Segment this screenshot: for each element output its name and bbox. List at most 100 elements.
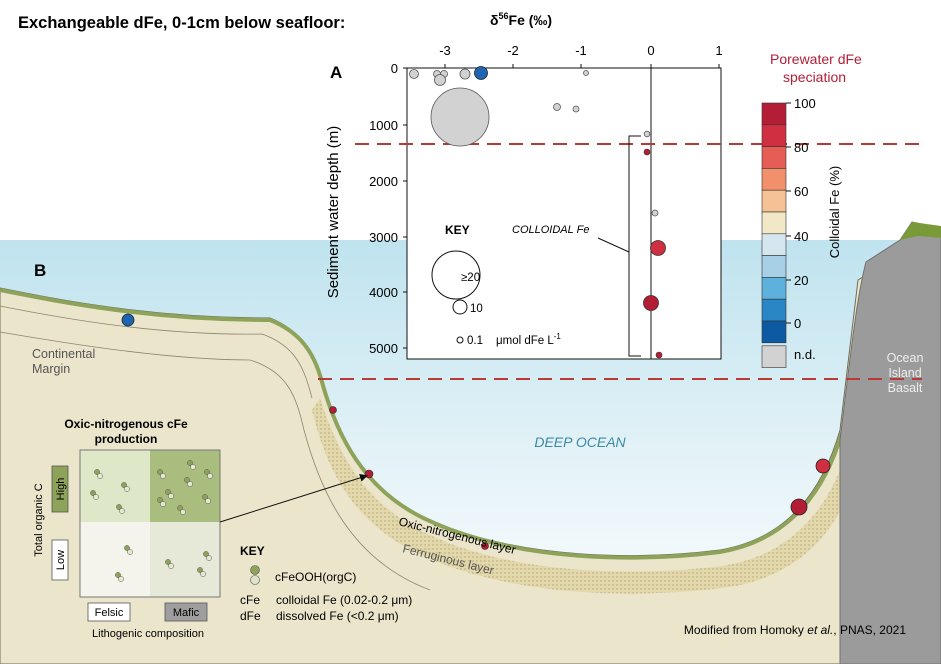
y-axis-title: Sediment water depth (m) xyxy=(325,126,342,299)
data-point xyxy=(643,148,651,156)
x-tick-label: 1 xyxy=(715,43,722,58)
colorbar-segment xyxy=(761,146,787,169)
inset-arrow xyxy=(219,473,368,523)
felsic-badge xyxy=(87,602,131,622)
key-abbr-cfe: cFe xyxy=(240,593,260,607)
cfeooh-particle-icon xyxy=(121,482,130,492)
size-key-circle-small xyxy=(456,336,464,344)
x-tick-label: -1 xyxy=(575,43,587,58)
colorbar-segment xyxy=(761,233,787,256)
colorbar-segment xyxy=(761,277,787,300)
site-marker-slope xyxy=(329,406,337,414)
colorbar-segment xyxy=(761,345,787,368)
key-text-cfe: colloidal Fe (0.02-0.2 μm) xyxy=(276,593,412,607)
colorbar-segment xyxy=(761,124,787,147)
cfeooh-particle-icon xyxy=(184,477,193,487)
panel-a: A δ56Fe (‰) -3 -2 -1 0 1 0 1000 2000 xyxy=(325,11,922,360)
colorbar-axis-label: Colloidal Fe (%) xyxy=(827,166,842,258)
high-badge xyxy=(51,465,69,513)
data-point xyxy=(459,68,471,80)
cfeooh-particle-icon xyxy=(197,567,206,577)
inset-cell-low-felsic xyxy=(80,522,150,597)
cfeooh-particle-icon xyxy=(157,497,166,507)
y-tick-label: 2000 xyxy=(369,174,398,189)
cfeooh-particle-icon xyxy=(165,559,174,569)
bottom-key-title: KEY xyxy=(240,544,265,558)
panel-a-letter: A xyxy=(330,63,342,82)
site-marker-basin xyxy=(481,542,489,550)
panel-b-letter: B xyxy=(34,261,46,280)
y-tick-label: 3000 xyxy=(369,230,398,245)
inset-x-axis-label: Lithogenic composition xyxy=(92,628,204,640)
colorbar-segments xyxy=(761,102,787,368)
data-point xyxy=(434,74,446,86)
continental-margin-line2: Margin xyxy=(32,362,70,376)
credit-line: Modified from Homoky et al., PNAS, 2021 xyxy=(684,623,906,637)
cfeooh-symbol-icon xyxy=(250,565,260,585)
panel-a-data-points xyxy=(409,66,666,359)
colorbar-segment xyxy=(761,298,787,322)
size-key-unit: μmol dFe L-1 xyxy=(496,332,561,347)
colloidal-bracket xyxy=(628,135,641,357)
site-marker-island-lower xyxy=(790,498,808,516)
colorbar: Porewater dFe speciation Colloidal Fe (%… xyxy=(761,51,862,368)
colloidal-pointer xyxy=(597,237,630,253)
colloidal-fe-label: COLLOIDAL Fe xyxy=(512,224,589,236)
key-text-dfe: dissolved Fe (<0.2 μm) xyxy=(276,609,399,623)
inset-particles xyxy=(90,460,213,582)
x-axis: -3 -2 -1 0 1 xyxy=(439,43,723,68)
cfeooh-particle-icon xyxy=(94,469,103,479)
ocean-island-basalt-line2: Island xyxy=(888,366,921,380)
size-key-title: KEY xyxy=(445,223,470,237)
cfeooh-particle-icon xyxy=(165,489,174,499)
size-key-large-label: ≥20 xyxy=(461,272,480,284)
colorbar-tick-label: 100 xyxy=(794,96,816,111)
cfeooh-particle-icon xyxy=(204,469,213,479)
key-abbr-dfe: dFe xyxy=(240,609,261,623)
inset-cell-high-felsic xyxy=(80,450,150,522)
cfeooh-particle-icon xyxy=(202,494,211,504)
y-tick-label: 5000 xyxy=(369,341,398,356)
panel-b-markers xyxy=(121,313,831,550)
y-tick-label: 4000 xyxy=(369,285,398,300)
inset-frame xyxy=(79,449,221,598)
colorbar-segment xyxy=(761,211,787,235)
cfeooh-particle-icon xyxy=(177,505,186,515)
colorbar-tick-label: 60 xyxy=(794,184,808,199)
x-axis-title: δ56Fe (‰) xyxy=(490,11,552,28)
colorbar-title-line1: Porewater dFe xyxy=(770,51,862,67)
colorbar-tick-label: 80 xyxy=(794,140,808,155)
colorbar-segment xyxy=(761,189,787,213)
ocean-island-basalt-line3: Basalt xyxy=(888,381,923,395)
colorbar-tick-label: 0 xyxy=(794,316,801,331)
inset-title-line2: production xyxy=(95,432,158,446)
y-tick-label: 1000 xyxy=(369,118,398,133)
site-marker-island-upper xyxy=(815,458,831,474)
high-label: High xyxy=(55,478,67,501)
data-point xyxy=(643,295,659,311)
size-key-medium-label: 10 xyxy=(470,303,483,315)
x-tick-label: -3 xyxy=(439,43,451,58)
colorbar-segment xyxy=(761,320,787,344)
data-point xyxy=(430,87,490,147)
sediment-line-2 xyxy=(0,331,431,591)
cfeooh-particle-icon xyxy=(203,551,212,561)
size-key-circle-large xyxy=(431,250,481,300)
cfeooh-particle-icon xyxy=(124,545,133,555)
figure-title: Exchangeable dFe, 0-1cm below seafloor: xyxy=(18,14,345,32)
inset-title-line1: Oxic-nitrogenous cFe xyxy=(64,417,188,431)
data-point xyxy=(474,66,488,80)
data-point xyxy=(651,209,659,217)
sediment-line-1 xyxy=(0,305,313,399)
size-key: KEY ≥20 10 0.1 μmol dFe L-1 xyxy=(431,223,561,347)
cfeooh-label: cFeOOH(orgC) xyxy=(275,570,356,584)
ocean-island-basalt-line1: Ocean xyxy=(887,351,924,365)
colorbar-title-line2: speciation xyxy=(783,69,846,85)
mafic-label: Mafic xyxy=(173,607,200,619)
x-tick-label: 0 xyxy=(647,43,654,58)
felsic-label: Felsic xyxy=(95,607,124,619)
colorbar-tick-label: 20 xyxy=(794,273,808,288)
data-point xyxy=(583,70,589,76)
data-point xyxy=(572,105,580,113)
